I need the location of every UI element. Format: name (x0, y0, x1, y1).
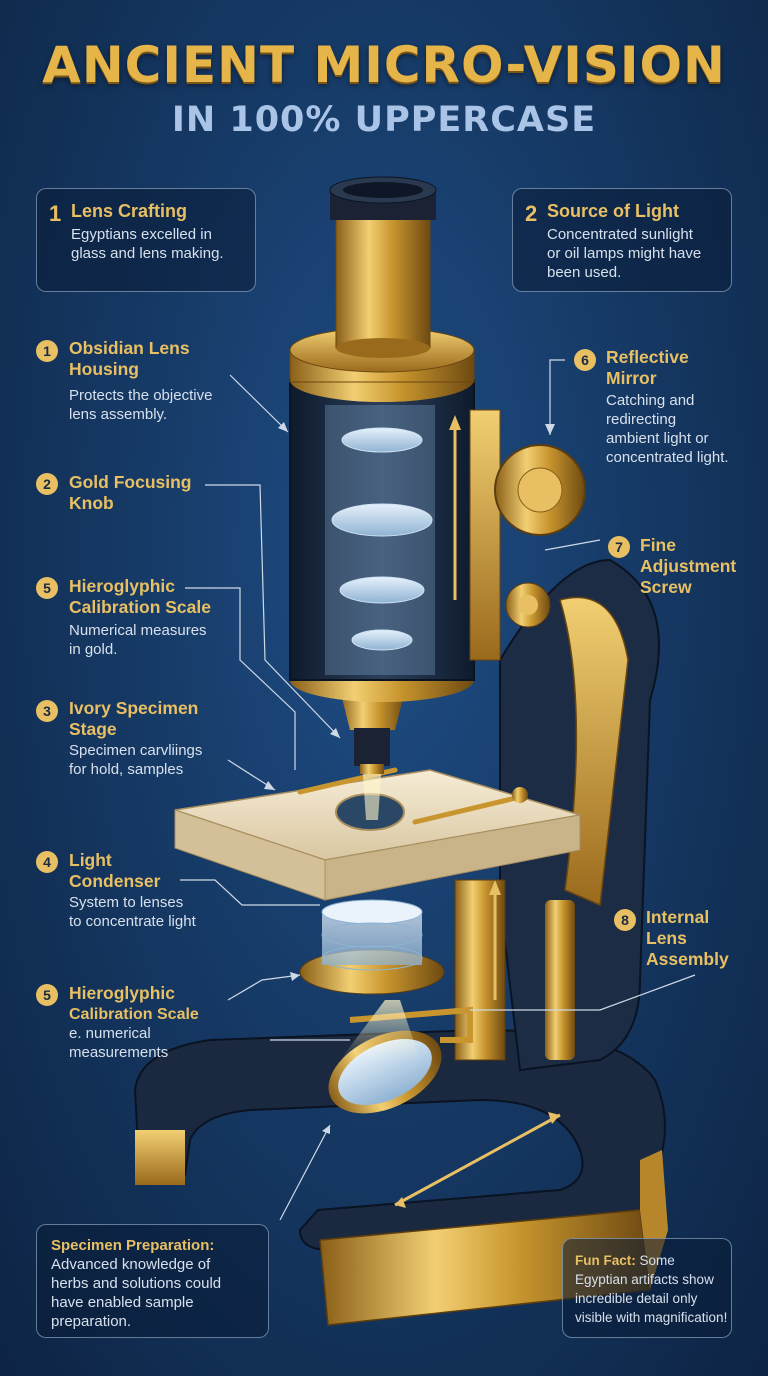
label-title-line: Screw (640, 577, 692, 597)
label-text-line: in gold. (69, 641, 118, 658)
objective (340, 690, 405, 774)
box-line: been used. (547, 264, 622, 281)
box-line: or oil lamps might have (547, 245, 702, 262)
label-text-line: ambient light or (606, 430, 709, 447)
label-title: Internal Lens Assembly (646, 907, 729, 970)
box-line: Concentrated sunlight (547, 226, 693, 243)
label-text-line: Protects the objective (69, 387, 213, 404)
box-lead-rest: Some (635, 1253, 675, 1268)
label-text: e. numerical measurements (69, 1024, 168, 1062)
label-text-line: System to lenses (69, 894, 184, 911)
box-lead: Specimen Preparation: (51, 1237, 215, 1254)
label-title-line: Condenser (69, 871, 161, 891)
label-title-line: Hieroglyphic (69, 983, 175, 1003)
label-title-line: Obsidian Lens (69, 338, 190, 358)
label-title: Obsidian Lens Housing (69, 338, 190, 380)
box-line: Fun Fact: Some (575, 1251, 735, 1270)
label-title-line: Assembly (646, 949, 729, 969)
label-title-line: Reflective (606, 347, 689, 367)
label-number-badge: 8 (614, 909, 636, 931)
info-box-specimen-preparation: Specimen Preparation: Advanced knowledge… (36, 1224, 269, 1338)
eyepiece (329, 176, 437, 358)
box-text: Egyptians excelled in glass and lens mak… (71, 225, 224, 263)
label-number-badge: 6 (574, 349, 596, 371)
leader-arrowheads (264, 422, 555, 1134)
label-number-badge: 4 (36, 851, 58, 873)
label-text: Numerical measures in gold. (69, 621, 207, 659)
label-title: Reflective Mirror (606, 347, 689, 389)
label-title: Light Condenser (69, 850, 160, 892)
box-number: 1 (49, 201, 62, 226)
label-text-line: e. numerical (69, 1025, 151, 1042)
label-title-line: Hieroglyphic (69, 576, 175, 596)
label-number-badge: 5 (36, 577, 58, 599)
box-line: Advanced knowledge of (51, 1256, 211, 1273)
label-number-badge: 1 (36, 340, 58, 362)
box-line: visible with magnification! (575, 1310, 728, 1325)
box-number: 2 (525, 201, 538, 226)
label-title: Hieroglyphic Calibration Scale (69, 983, 199, 1025)
box-text: Concentrated sunlight or oil lamps might… (547, 225, 701, 282)
label-text-line: measurements (69, 1044, 169, 1061)
body-tube (289, 327, 475, 702)
label-text-line: Numerical measures (69, 622, 207, 639)
box-line: incredible detail only (575, 1291, 698, 1306)
label-title-line: Ivory Specimen (69, 698, 199, 718)
label-number-badge: 3 (36, 700, 58, 722)
label-number-badge: 7 (608, 536, 630, 558)
box-line: herbs and solutions could (51, 1275, 222, 1292)
label-title-line: Fine (640, 535, 676, 555)
label-title-line: Internal (646, 907, 710, 927)
label-title-line: Stage (69, 719, 117, 739)
label-title-line: Mirror (606, 368, 657, 388)
label-title: Ivory Specimen Stage (69, 698, 198, 740)
label-text-line: for hold, samples (69, 761, 184, 778)
info-box-source-of-light: 2 Source of Light Concentrated sunlight … (512, 188, 732, 292)
label-title: Fine Adjustment Screw (640, 535, 736, 598)
focus-knobs (469, 409, 586, 661)
box-title: Source of Light (547, 201, 679, 221)
label-title: Gold Focusing Knob (69, 472, 192, 514)
box-title: Lens Crafting (71, 201, 188, 221)
leader-lines (180, 359, 696, 1221)
box-line: glass and lens making. (71, 245, 224, 262)
box-text: Specimen Preparation: Advanced knowledge… (51, 1236, 271, 1331)
light-beam (340, 1000, 420, 1060)
light-beam-stage (362, 760, 382, 820)
box-line: preparation. (51, 1313, 132, 1330)
label-text: Catching and redirecting ambient light o… (606, 391, 729, 467)
box-text: Fun Fact: Some Egyptian artifacts show i… (575, 1251, 735, 1327)
label-text-line: to concentrate light (69, 913, 196, 930)
label-title-line: Light (69, 850, 112, 870)
label-text-line: Specimen carvliings (69, 742, 203, 759)
label-text: Protects the objective lens assembly. (69, 386, 212, 424)
label-text-line: Catching and (606, 392, 695, 409)
box-line: have enabled sample (51, 1294, 194, 1311)
label-number-badge: 5 (36, 984, 58, 1006)
label-text-line: lens assembly. (69, 406, 168, 423)
label-text-line: concentrated light. (606, 449, 729, 466)
label-number-badge: 2 (36, 473, 58, 495)
label-text: System to lenses to concentrate light (69, 893, 196, 931)
box-lead: Fun Fact: (575, 1253, 636, 1268)
label-title: Hieroglyphic Calibration Scale (69, 576, 211, 618)
info-box-fun-fact: Fun Fact: Some Egyptian artifacts show i… (562, 1238, 732, 1338)
label-text-line: redirecting (606, 411, 677, 428)
box-line: Egyptians excelled in (71, 226, 212, 243)
label-title-line: Lens (646, 928, 687, 948)
rotate-arrow (394, 1113, 561, 1207)
label-title-line: Housing (69, 359, 139, 379)
label-title-line: Knob (69, 493, 114, 513)
condenser (299, 899, 445, 995)
page-title: ANCIENT MICRO-VISION (42, 36, 726, 94)
label-title-line: Adjustment (640, 556, 737, 576)
label-text: Specimen carvliings for hold, samples (69, 741, 202, 779)
label-title-line: Calibration Scale (69, 597, 211, 617)
info-box-lens-crafting: 1 Lens Crafting Egyptians excelled in gl… (36, 188, 256, 292)
box-line: Egyptian artifacts show (575, 1272, 714, 1287)
label-title-line: Gold Focusing (69, 472, 192, 492)
page-subtitle: IN 100% UPPERCASE (171, 100, 597, 140)
label-title-line: Calibration Scale (69, 1006, 199, 1023)
